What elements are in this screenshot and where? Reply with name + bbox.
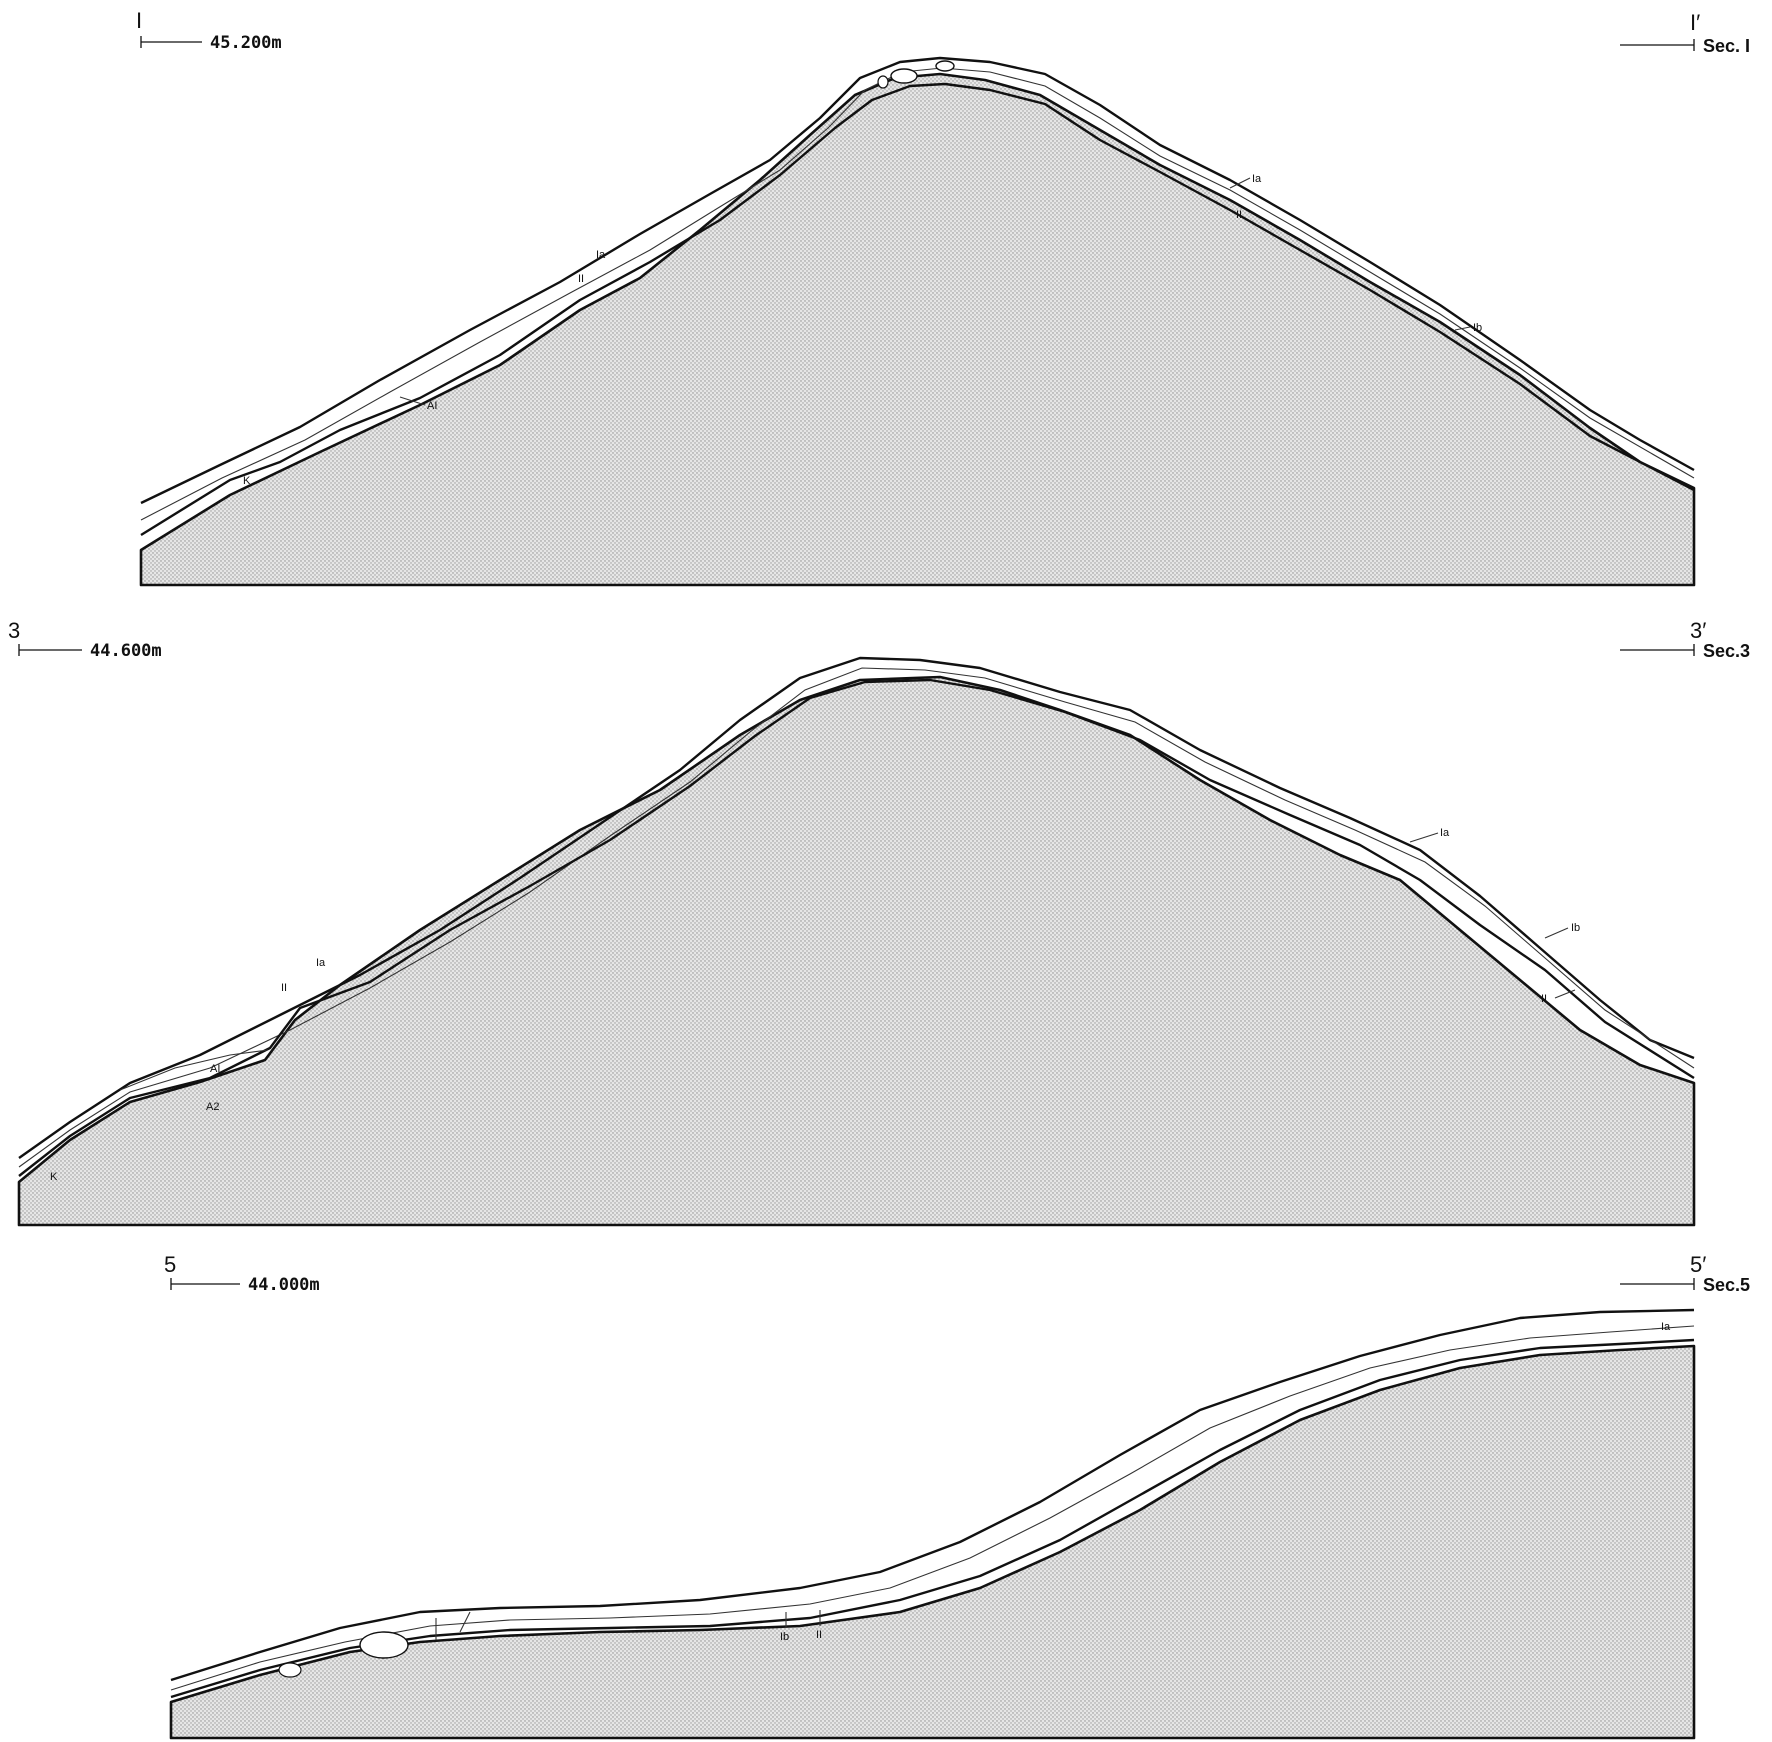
section-1-end-mark: I′ — [1690, 10, 1700, 35]
section-1-layer-ia-line — [140, 67, 1695, 521]
section-1-layer-label: Ia — [596, 249, 606, 261]
section-5-stone — [278, 1662, 302, 1678]
section-5-bedrock — [169, 1344, 1696, 1740]
section-5-start-mark: 5 — [164, 1252, 176, 1277]
section-1-layer-label: K — [243, 475, 251, 487]
section-3-layer-label: Ib — [1571, 922, 1580, 934]
section-3-layer-ii-line — [18, 678, 1695, 1177]
section-5-end-mark: 5′ — [1690, 1252, 1706, 1277]
section-5-label: Sec.5 — [1703, 1275, 1750, 1295]
section-3-layer-ia-line — [18, 667, 1695, 1168]
section-3-end-mark: 3′ — [1690, 618, 1706, 643]
section-1-layer-label: Ib — [1473, 322, 1482, 334]
section-3-layer-label: A2 — [206, 1101, 219, 1113]
section-3-elevation: 44.600m — [90, 641, 162, 661]
section-5-profile: 5 44.000m 5′ Sec.5 Ia Ib II — [164, 1252, 1750, 1740]
section-1-surface-line — [140, 56, 1695, 505]
section-1-layer-label: II — [1236, 209, 1242, 221]
section-5-layer-label: Ia — [1661, 1321, 1671, 1333]
section-1-leader — [1229, 177, 1251, 189]
section-3-leader — [1544, 927, 1569, 939]
section-3-layer-label: Ia — [316, 957, 326, 969]
section-5-stone — [359, 1631, 409, 1659]
section-5-elevation: 44.000m — [248, 1275, 320, 1295]
section-5-layer-ii-line — [170, 1338, 1695, 1699]
section-3-layer-label: II — [1541, 993, 1547, 1005]
section-5-layer-label: II — [816, 1629, 822, 1641]
section-1-elevation: 45.200m — [210, 33, 282, 53]
section-1-profile: I 45.200m I′ Sec. I Ia II Ia II Ib AI K — [136, 8, 1750, 587]
section-1-bedrock — [139, 72, 1696, 587]
section-3-layer-label: II — [281, 982, 287, 994]
section-1-layer-ii-line — [140, 82, 1695, 537]
section-3-layer-label: Ia — [1440, 827, 1450, 839]
section-3-a1-lens — [119, 1049, 269, 1091]
section-1-stone — [935, 60, 955, 72]
section-3-profile: 3 44.600m 3′ Sec.3 Ia II AI A2 K Ia Ib I… — [8, 618, 1750, 1227]
section-5-layer-ia-line — [170, 1325, 1695, 1691]
section-1-leader — [399, 396, 426, 406]
section-3-surface-line — [18, 656, 1695, 1159]
section-1-leader — [1454, 326, 1471, 331]
section-1-stone — [877, 75, 889, 89]
section-1-start-mark: I — [136, 8, 142, 33]
section-5-layer-label: Ib — [780, 1631, 789, 1643]
section-3-layer-label: K — [50, 1171, 58, 1183]
section-3-leader — [1554, 989, 1576, 999]
section-1-layer-label: II — [578, 273, 584, 285]
section-5-surface-line — [170, 1308, 1695, 1682]
section-3-label: Sec.3 — [1703, 641, 1750, 661]
section-1-label: Sec. I — [1703, 36, 1750, 56]
section-1-stone — [890, 68, 918, 84]
section-3-start-mark: 3 — [8, 618, 20, 643]
section-1-layer-label: AI — [427, 400, 437, 412]
section-1-layer-label: Ia — [1252, 173, 1262, 185]
section-3-leader — [1409, 832, 1439, 843]
section-3-layer-label: AI — [210, 1063, 220, 1075]
section-5-cut — [435, 1611, 471, 1640]
section-3-bedrock — [17, 675, 1696, 1227]
